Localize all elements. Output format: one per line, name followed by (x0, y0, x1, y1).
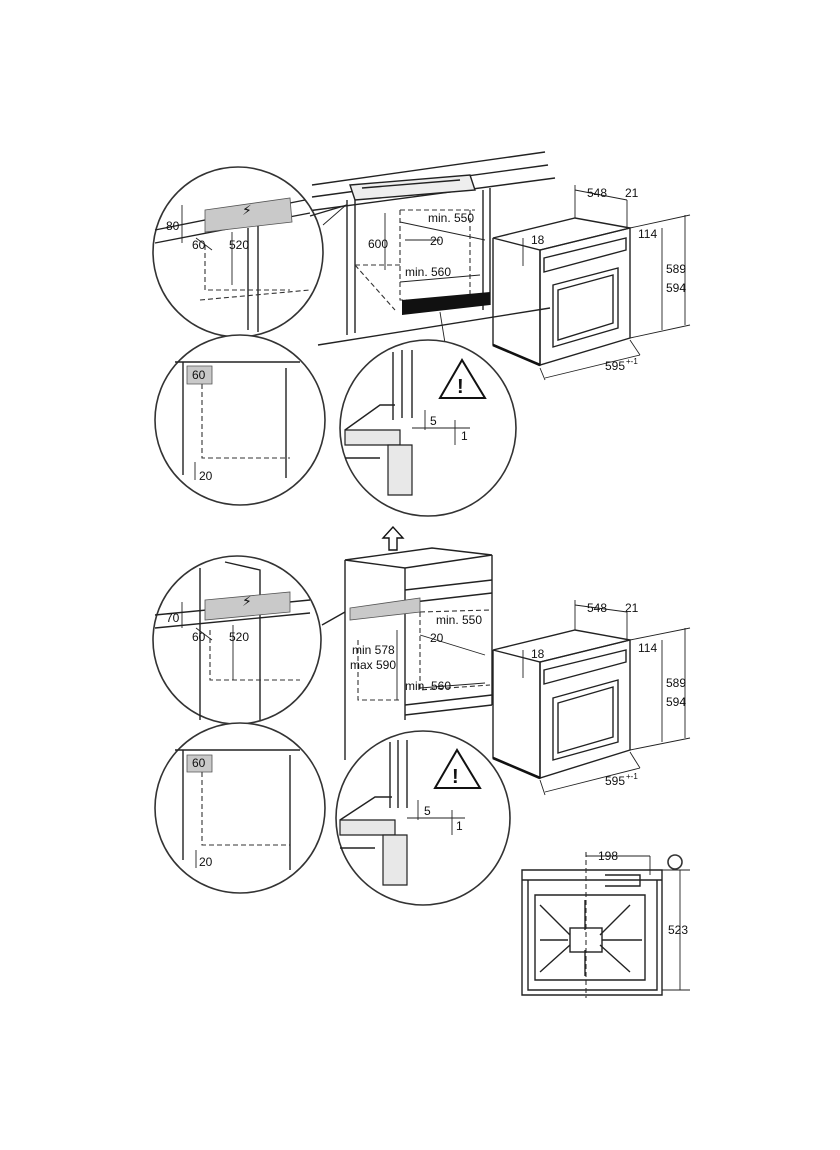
label-80: 80 (166, 219, 180, 233)
label-18: 18 (531, 233, 545, 247)
label-5b: 5 (424, 804, 431, 818)
worktop-cabinet-top (299, 151, 556, 346)
label-max590: max 590 (350, 658, 396, 672)
svg-text:!: ! (452, 766, 459, 788)
label-5: 5 (430, 414, 437, 428)
warning-triangle-icon: ! (433, 748, 482, 789)
detail-circle-bottom-1 (152, 555, 322, 725)
label-595b-tol: +-1 (626, 772, 638, 781)
label-520: 520 (229, 238, 249, 252)
label-60b: 60 (192, 368, 206, 382)
label-595-tol: +-1 (626, 357, 638, 366)
label-min560: min. 560 (405, 265, 451, 279)
label-20: 20 (430, 234, 444, 248)
arrow-up-icon (381, 525, 405, 551)
label-60: 60 (192, 238, 206, 252)
label-1: 1 (461, 429, 468, 443)
label-589b: 589 (666, 676, 686, 690)
detail-circle-bottom-3 (335, 730, 511, 906)
oven-top (492, 185, 691, 381)
label-18b: 18 (531, 647, 545, 661)
svg-text:!: ! (457, 376, 464, 398)
label-114: 114 (638, 227, 657, 241)
label-523: 523 (668, 923, 688, 937)
oven-bottom (492, 600, 691, 796)
label-595b: 595 (605, 774, 625, 788)
label-595: 595 (605, 359, 625, 373)
label-min578: min 578 (352, 643, 395, 657)
label-60c: 60 (192, 630, 206, 644)
label-21: 21 (625, 186, 639, 200)
warning-triangle-icon: ! (438, 358, 487, 399)
leader-line (309, 204, 348, 217)
label-min550: min. 550 (428, 211, 474, 225)
detail-circle-bottom-2 (154, 722, 326, 894)
power-plug-icon: ⚡ (242, 593, 252, 609)
label-594b: 594 (666, 695, 686, 709)
label-548: 548 (587, 186, 607, 200)
label-min560b: min. 560 (405, 679, 451, 693)
label-60d: 60 (192, 756, 206, 770)
label-70: 70 (166, 611, 180, 625)
tall-cabinet-bottom (321, 547, 493, 760)
label-600: 600 (368, 237, 388, 251)
label-min550b: min. 550 (436, 613, 482, 627)
detail-circle-top-2 (154, 334, 326, 506)
label-20d: 20 (199, 855, 213, 869)
detail-circle-top-1 (152, 166, 324, 338)
power-plug-icon: ⚡ (242, 202, 252, 218)
label-20c: 20 (430, 631, 444, 645)
label-589: 589 (666, 262, 686, 276)
oven-front-view (521, 852, 690, 998)
label-20b: 20 (199, 469, 213, 483)
label-520b: 520 (229, 630, 249, 644)
label-114b: 114 (638, 641, 657, 655)
label-198: 198 (598, 849, 618, 863)
detail-circle-top-3 (339, 339, 517, 517)
label-21b: 21 (625, 601, 639, 615)
label-1b: 1 (456, 819, 463, 833)
label-594: 594 (666, 281, 686, 295)
label-548b: 548 (587, 601, 607, 615)
